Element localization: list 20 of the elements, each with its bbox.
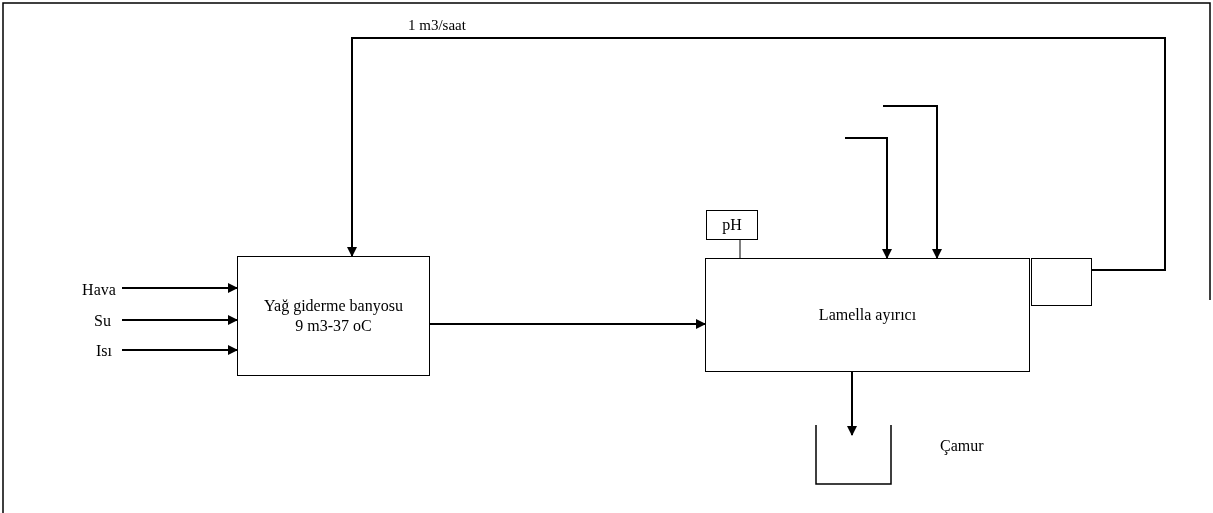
flow-arrow xyxy=(121,283,238,293)
flow-arrow xyxy=(882,105,942,259)
flow-arrow xyxy=(121,315,238,325)
input-label: Isı xyxy=(96,341,112,361)
node-text: Lamella ayırıcı xyxy=(818,305,917,325)
node-text: pH xyxy=(722,215,742,235)
flow-arrow xyxy=(844,137,892,259)
input-label: Su xyxy=(94,311,111,331)
flow-arrow xyxy=(847,371,857,436)
outlet-box xyxy=(1031,258,1092,306)
process-box xyxy=(705,258,1030,372)
flow-arrow xyxy=(347,37,1166,271)
flow-arrow xyxy=(429,319,706,329)
input-label: Hava xyxy=(82,280,116,300)
node-text: Yağ giderme banyosu xyxy=(264,296,403,316)
node-text: 9 m3-37 oC xyxy=(295,316,372,336)
process-box xyxy=(237,256,430,376)
flow-arrow xyxy=(121,345,238,355)
node-caption: Çamur xyxy=(937,437,987,455)
sensor-box xyxy=(706,210,758,240)
